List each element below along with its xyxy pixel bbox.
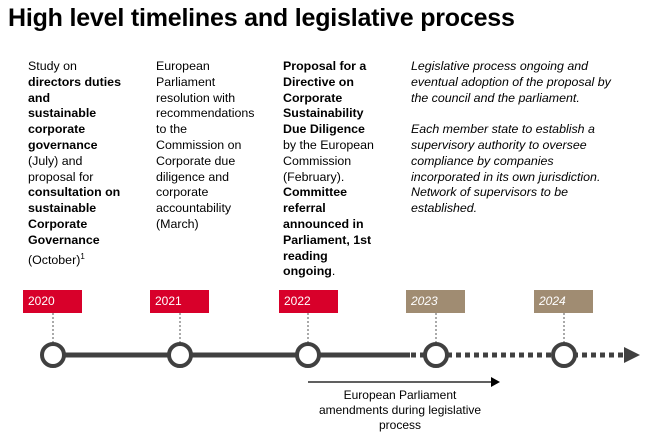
- milestone-circle-2024: [551, 342, 577, 368]
- year-2024-label: 2024: [534, 290, 593, 313]
- amendments-arrowhead-icon: [491, 377, 500, 387]
- milestone-circle-2020: [40, 342, 66, 368]
- text-segment: European Parliament resolution with reco…: [156, 59, 255, 231]
- legislative-process-paragraph: Legislative process ongoing and eventual…: [411, 59, 611, 105]
- text-segment: directors duties and sustainable corpora…: [28, 74, 121, 152]
- text-segment: (October): [28, 252, 81, 267]
- year-2023-label: 2023: [406, 290, 465, 313]
- text-segment: Committee referral announced in Parliame…: [283, 185, 372, 279]
- milestone-2021-text: European Parliament resolution with reco…: [156, 59, 281, 233]
- milestone-circle-2023: [423, 342, 449, 368]
- milestone-2020-text: Study on directors duties and sustainabl…: [28, 59, 153, 268]
- year-2022-label: 2022: [279, 290, 338, 313]
- milestone-2022-text: Proposal for a Directive on Corporate Su…: [283, 59, 408, 280]
- year-2020-label: 2020: [23, 290, 82, 313]
- milestone-circle-2021: [167, 342, 193, 368]
- timeline-arrowhead-icon: [624, 347, 640, 363]
- supervisory-authority-paragraph: Each member state to establish a supervi…: [411, 122, 601, 216]
- milestone-circle-2022: [295, 342, 321, 368]
- year-2021-label: 2021: [150, 290, 209, 313]
- text-segment: consultation on sustainable: [28, 185, 121, 216]
- text-segment: .: [331, 264, 336, 279]
- text-segment: by the European Commission (February).: [283, 137, 374, 184]
- text-segment: Study on: [28, 59, 77, 73]
- footnote-marker: 1: [80, 251, 85, 261]
- text-segment: Corporate Governance: [28, 216, 100, 247]
- page-title: High level timelines and legislative pro…: [8, 4, 515, 32]
- text-segment: (July) and proposal for: [28, 153, 94, 184]
- text-segment: Proposal for a Directive on Corporate Su…: [283, 59, 367, 137]
- future-process-text: Legislative process ongoing and eventual…: [411, 59, 611, 217]
- amendments-note: European Parliament amendments during le…: [318, 388, 482, 432]
